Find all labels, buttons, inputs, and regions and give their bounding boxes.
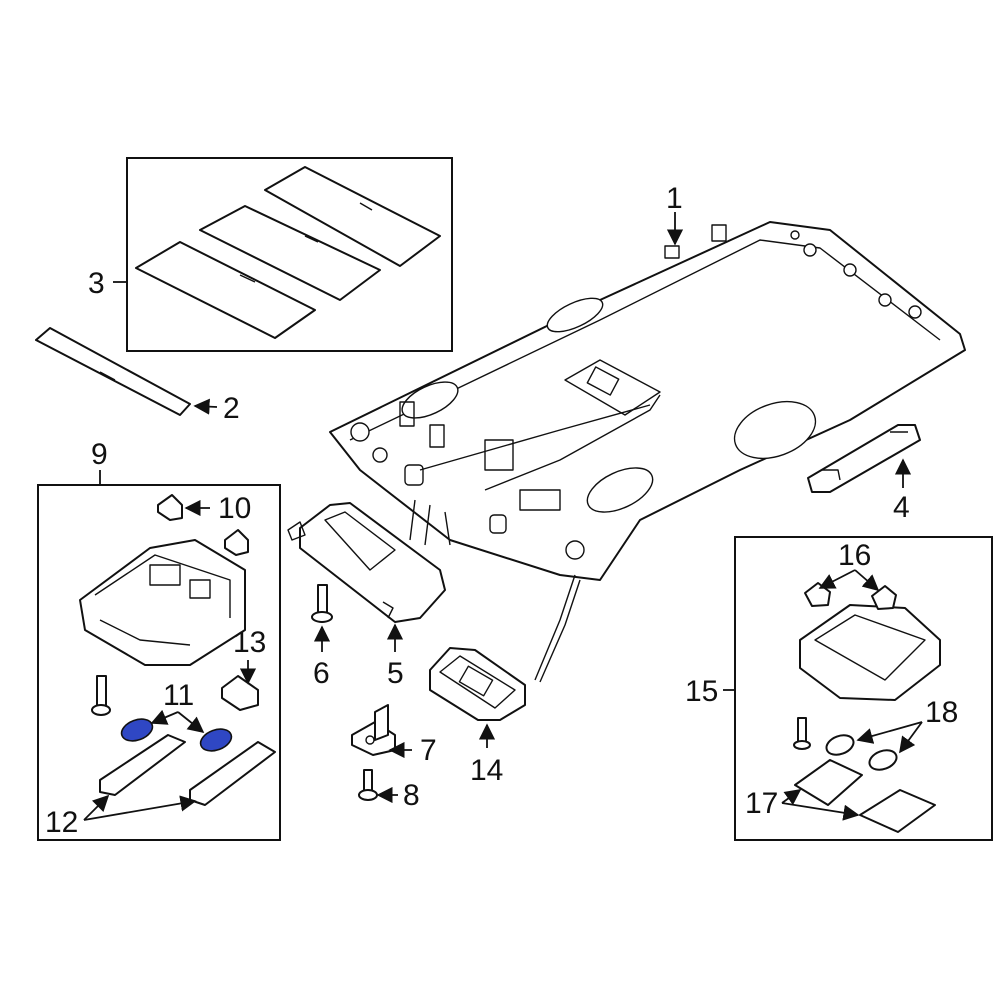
callout-10: 10 [218, 492, 251, 525]
callout-4: 4 [893, 491, 910, 524]
bracket-13[interactable] [221, 675, 259, 711]
kit-box-9 [37, 484, 281, 841]
callout-14: 14 [470, 754, 503, 787]
lens-12-right[interactable] [189, 741, 276, 806]
lens-17-right[interactable] [859, 789, 936, 833]
screw-15[interactable] [793, 717, 811, 750]
headliner[interactable] [329, 221, 966, 683]
kit-box-3 [126, 157, 453, 352]
screw-6[interactable] [311, 584, 333, 623]
overhead-console-9[interactable] [79, 539, 246, 666]
dome-lamp-15[interactable] [799, 604, 941, 701]
sun-visor[interactable] [287, 502, 446, 623]
callout-7: 7 [420, 734, 437, 767]
kit-box-15 [734, 536, 993, 841]
clip-10b[interactable] [224, 529, 249, 556]
visor-bracket[interactable] [351, 704, 396, 756]
clip-10[interactable] [157, 494, 183, 521]
lens-17-left[interactable] [794, 759, 863, 806]
callout-9: 9 [91, 438, 108, 471]
callout-12: 12 [45, 806, 78, 839]
callout-17: 17 [745, 787, 778, 820]
callout-8: 8 [403, 779, 420, 812]
callout-15: 15 [685, 675, 718, 708]
callout-6: 6 [313, 657, 330, 690]
clip-16-right[interactable] [871, 585, 897, 610]
grab-handle[interactable] [807, 424, 921, 493]
callout-18: 18 [925, 696, 958, 729]
callout-1: 1 [666, 182, 683, 215]
callout-3: 3 [88, 267, 105, 300]
callout-2: 2 [223, 392, 240, 425]
callout-11: 11 [163, 679, 194, 712]
map-lamp[interactable] [429, 647, 526, 721]
insulation-pad-set[interactable] [135, 166, 441, 339]
screw-9[interactable] [91, 675, 111, 716]
callout-13: 13 [233, 626, 266, 659]
callout-5: 5 [387, 657, 404, 690]
bulb-11-right[interactable] [198, 725, 235, 755]
bulb-18-left[interactable] [824, 732, 856, 758]
screw-8[interactable] [358, 769, 378, 801]
callout-16: 16 [838, 539, 871, 572]
clip-16-left[interactable] [804, 582, 831, 607]
lens-12-left[interactable] [99, 734, 186, 796]
bulb-18-right[interactable] [867, 747, 899, 773]
front-pad[interactable] [35, 327, 191, 416]
bulb-11-left[interactable] [119, 715, 156, 745]
